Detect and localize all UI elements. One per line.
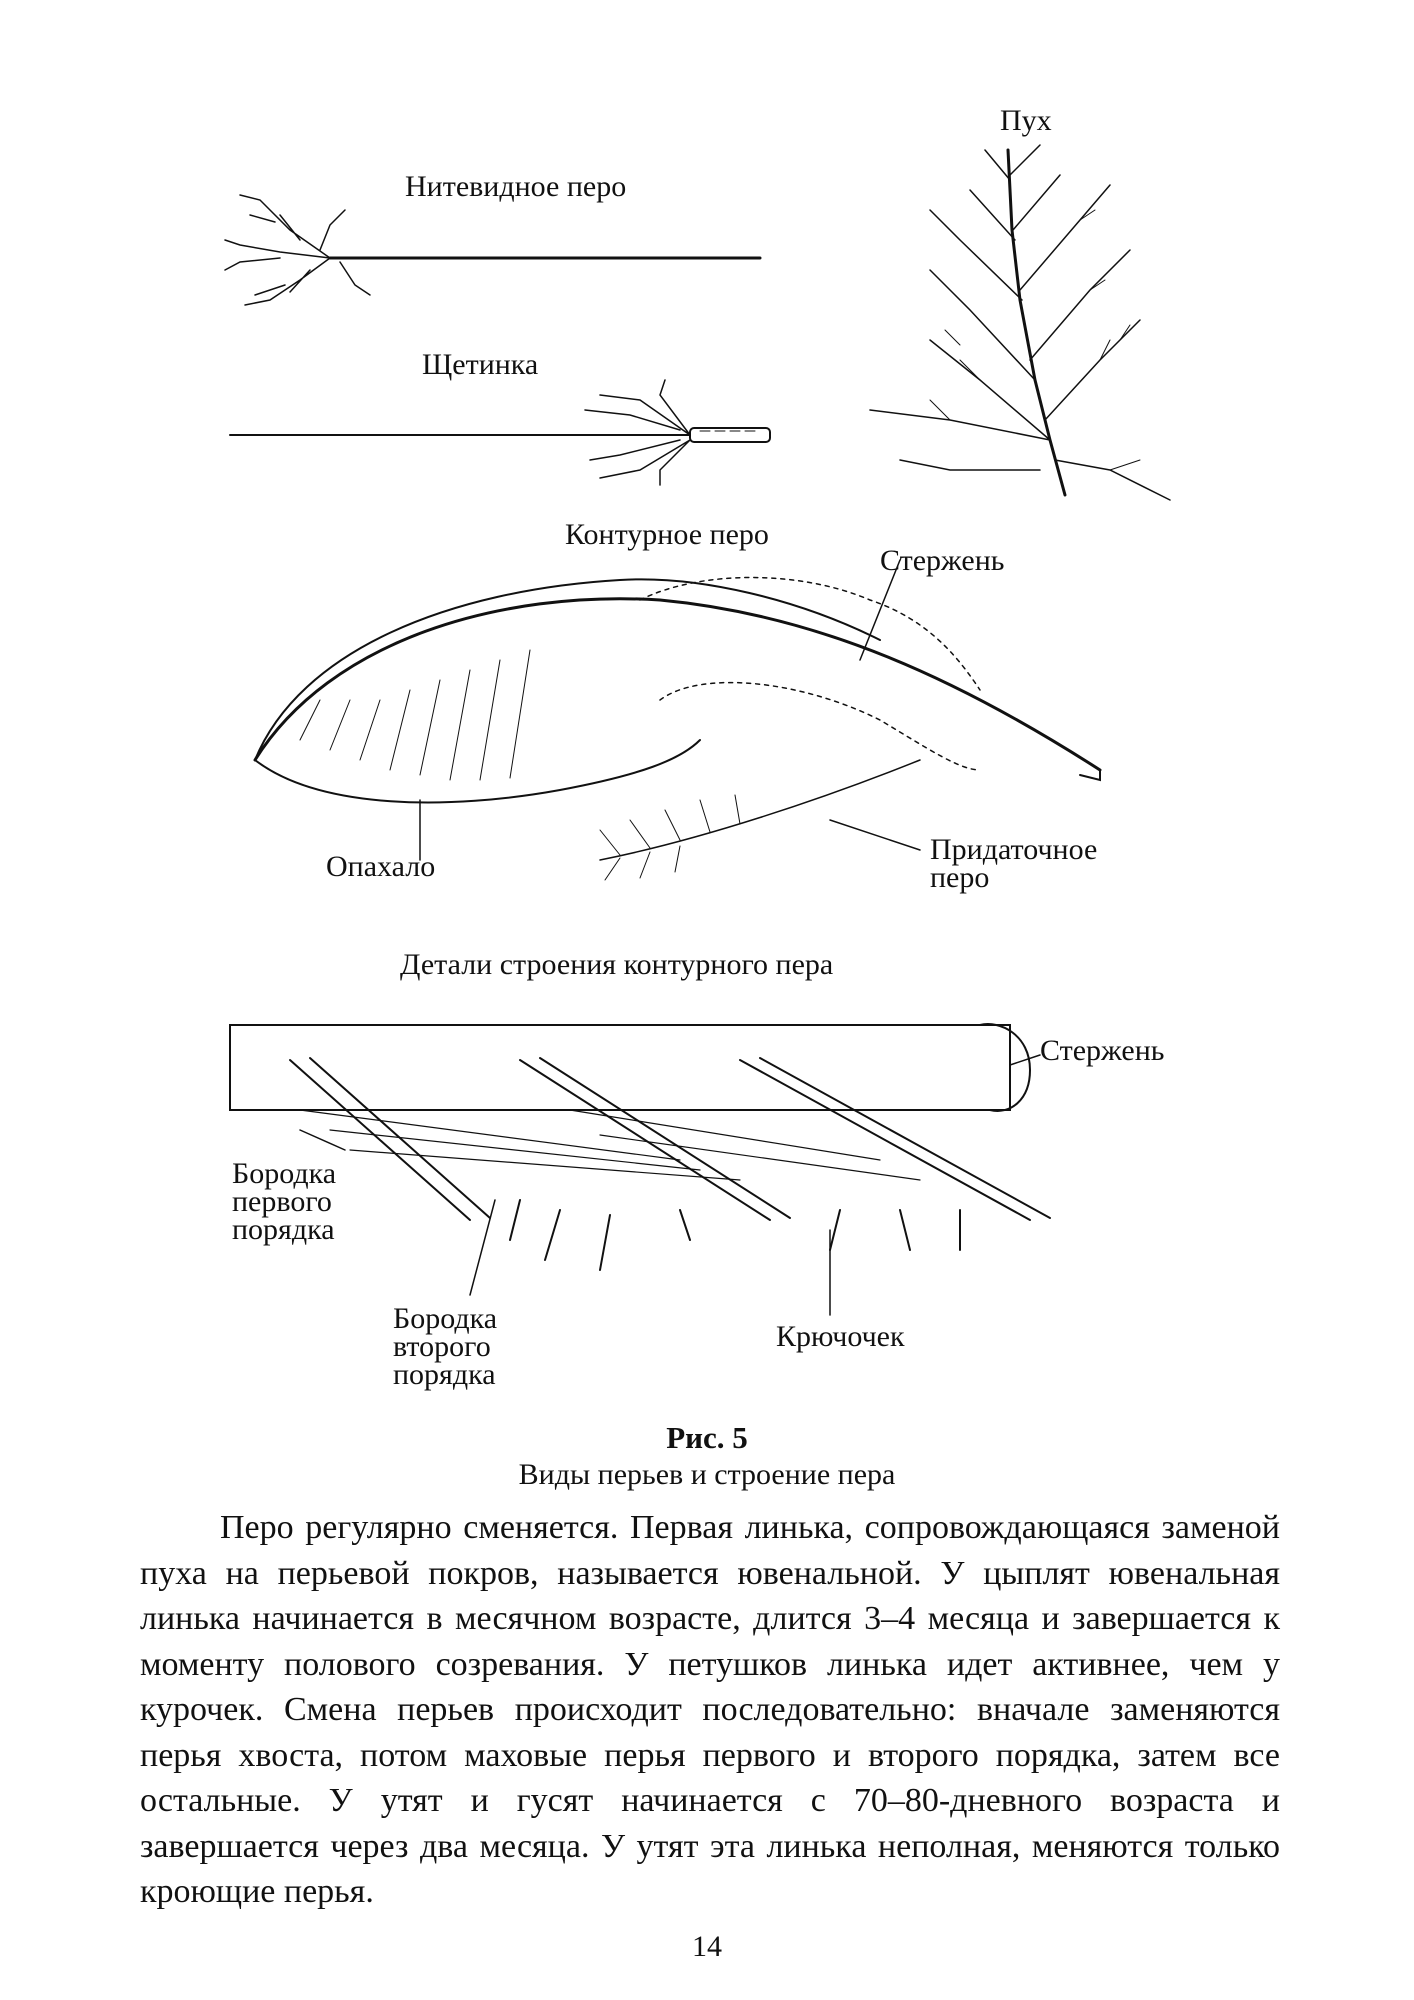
figure-caption-title: Рис. 5 xyxy=(0,1420,1414,1456)
label-contour-feather: Контурное перо xyxy=(565,520,769,550)
label-shaft-top: Стержень xyxy=(880,546,1004,576)
label-barbule: Бородка второго порядка xyxy=(393,1305,497,1389)
label-vane: Опахало xyxy=(326,852,435,882)
body-paragraph: Перо регулярно сменяется. Первая линька,… xyxy=(140,1505,1280,1915)
label-hooklet: Крючочек xyxy=(776,1322,905,1352)
bristle-drawing xyxy=(230,380,770,485)
feather-illustrations xyxy=(0,0,1414,1420)
figure-caption-subtitle: Виды перьев и строение пера xyxy=(0,1458,1414,1492)
label-down: Пух xyxy=(1000,106,1052,136)
label-bristle: Щетинка xyxy=(422,350,538,380)
label-afterfeather: Придаточное перо xyxy=(930,836,1097,892)
filoplume-drawing xyxy=(225,195,760,305)
body-text: Перо регулярно сменяется. Первая линька,… xyxy=(140,1505,1280,1915)
down-drawing xyxy=(870,145,1170,500)
page-number: 14 xyxy=(0,1930,1414,1964)
label-barb: Бородка первого порядка xyxy=(232,1160,336,1244)
label-details-title: Детали строения контурного пера xyxy=(400,950,833,980)
label-filoplume: Нитевидное перо xyxy=(405,172,626,202)
detail-structure-drawing xyxy=(230,1024,1050,1270)
label-shaft-detail: Стержень xyxy=(1040,1036,1164,1066)
